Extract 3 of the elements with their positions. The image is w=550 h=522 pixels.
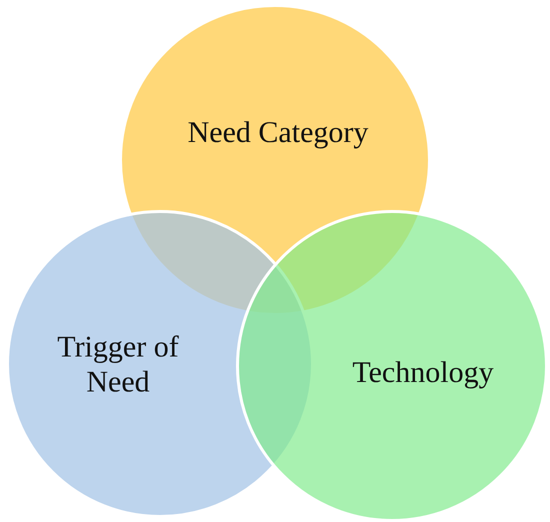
circle-label: Need Category [186, 116, 370, 150]
circle-label: Trigger of Need [56, 330, 180, 400]
circle-label: Technology [351, 356, 495, 390]
